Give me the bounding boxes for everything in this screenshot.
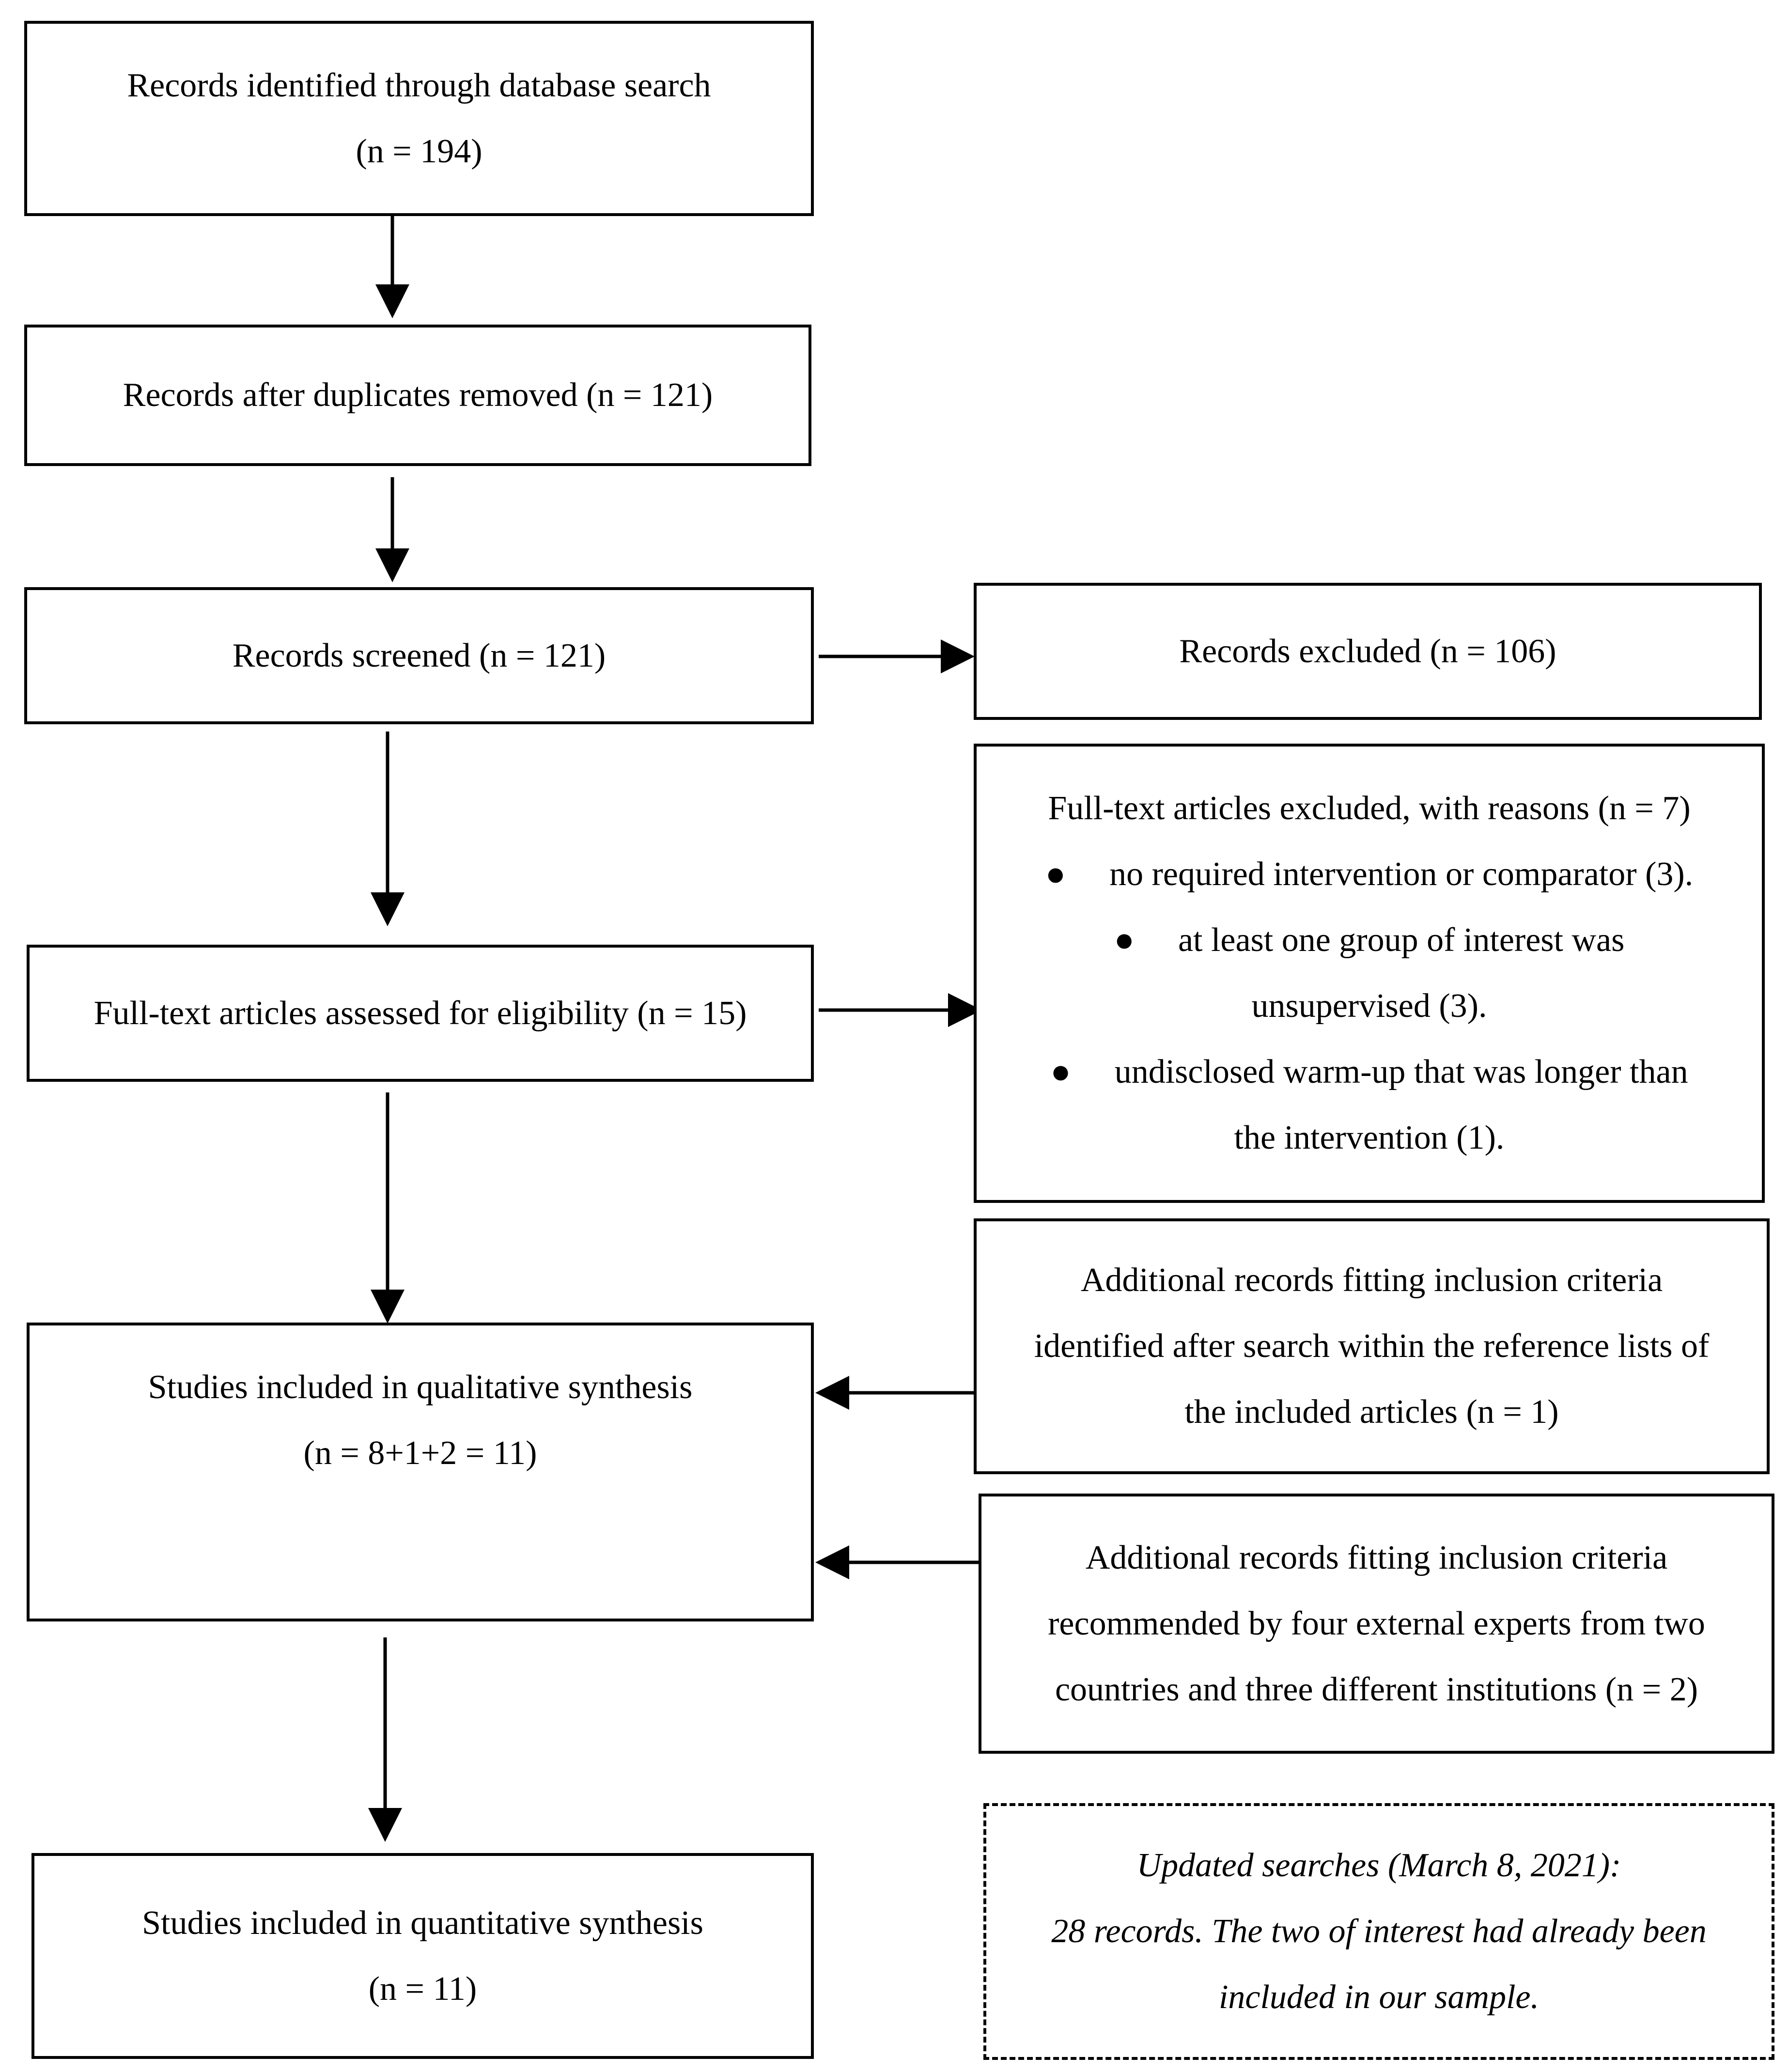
updated-searches-box: Updated searches (March 8, 2021): 28 rec… — [983, 1803, 1774, 2060]
bullet-icon: ● — [1045, 856, 1066, 893]
additional-experts-line2: recommended by four external experts fro… — [1048, 1605, 1705, 1642]
bullet2-text-line2: unsupervised (3). — [1251, 987, 1487, 1025]
bullet3-text-line2: the intervention (1). — [1234, 1119, 1505, 1156]
additional-experts-line3: countries and three different institutio… — [1055, 1670, 1698, 1708]
additional-references-line3: the included articles (n = 1) — [1184, 1393, 1559, 1431]
updated-searches-line1: Updated searches (March 8, 2021): — [1136, 1847, 1621, 1884]
dedup-box: Records after duplicates removed (n = 12… — [24, 325, 811, 466]
screened-text: Records screened (n = 121) — [232, 637, 606, 674]
excluded-text: Records excluded (n = 106) — [1179, 632, 1556, 670]
quantitative-box: Studies included in quantitative synthes… — [31, 1853, 814, 2059]
identified-line2: (n = 194) — [356, 132, 482, 170]
updated-searches-line2: 28 records. The two of interest had alre… — [1051, 1913, 1707, 1950]
dedup-text: Records after duplicates removed (n = 12… — [123, 376, 713, 414]
bullet-icon: ● — [1114, 921, 1135, 959]
bullet2-text-line1: at least one group of interest was — [1178, 921, 1625, 959]
bullet-item: ● undisclosed warm-up that was longer th… — [1050, 1039, 1688, 1105]
identified-line1: Records identified through database sear… — [127, 66, 711, 104]
additional-experts-box: Additional records fitting inclusion cri… — [979, 1494, 1774, 1754]
fulltext-excluded-title: Full-text articles excluded, with reason… — [1048, 790, 1691, 827]
quantitative-line1: Studies included in quantitative synthes… — [142, 1904, 703, 1942]
additional-references-line2: identified after search within the refer… — [1034, 1327, 1710, 1365]
fulltext-excluded-box: Full-text articles excluded, with reason… — [974, 744, 1765, 1203]
bullet3-text-line1: undisclosed warm-up that was longer than — [1114, 1053, 1688, 1091]
bullet1-text: no required intervention or comparator (… — [1109, 856, 1694, 893]
bullet-item: ● at least one group of interest was — [1114, 907, 1625, 973]
fulltext-assessed-text: Full-text articles assessed for eligibil… — [93, 994, 747, 1032]
updated-searches-line3: included in our sample. — [1218, 1979, 1540, 2016]
identified-box: Records identified through database sear… — [24, 21, 814, 216]
bullet-icon: ● — [1050, 1053, 1071, 1091]
fulltext-assessed-box: Full-text articles assessed for eligibil… — [27, 945, 814, 1082]
bullet-item: ● no required intervention or comparator… — [1045, 841, 1693, 907]
quantitative-line2: (n = 11) — [368, 1970, 477, 2008]
qualitative-box: Studies included in qualitative synthesi… — [27, 1323, 814, 1621]
screened-box: Records screened (n = 121) — [24, 587, 814, 724]
additional-experts-line1: Additional records fitting inclusion cri… — [1085, 1539, 1668, 1576]
additional-references-box: Additional records fitting inclusion cri… — [974, 1218, 1770, 1474]
excluded-box: Records excluded (n = 106) — [974, 583, 1762, 720]
qualitative-line1: Studies included in qualitative synthesi… — [148, 1369, 693, 1406]
additional-references-line1: Additional records fitting inclusion cri… — [1080, 1262, 1663, 1299]
qualitative-line2: (n = 8+1+2 = 11) — [303, 1434, 537, 1472]
